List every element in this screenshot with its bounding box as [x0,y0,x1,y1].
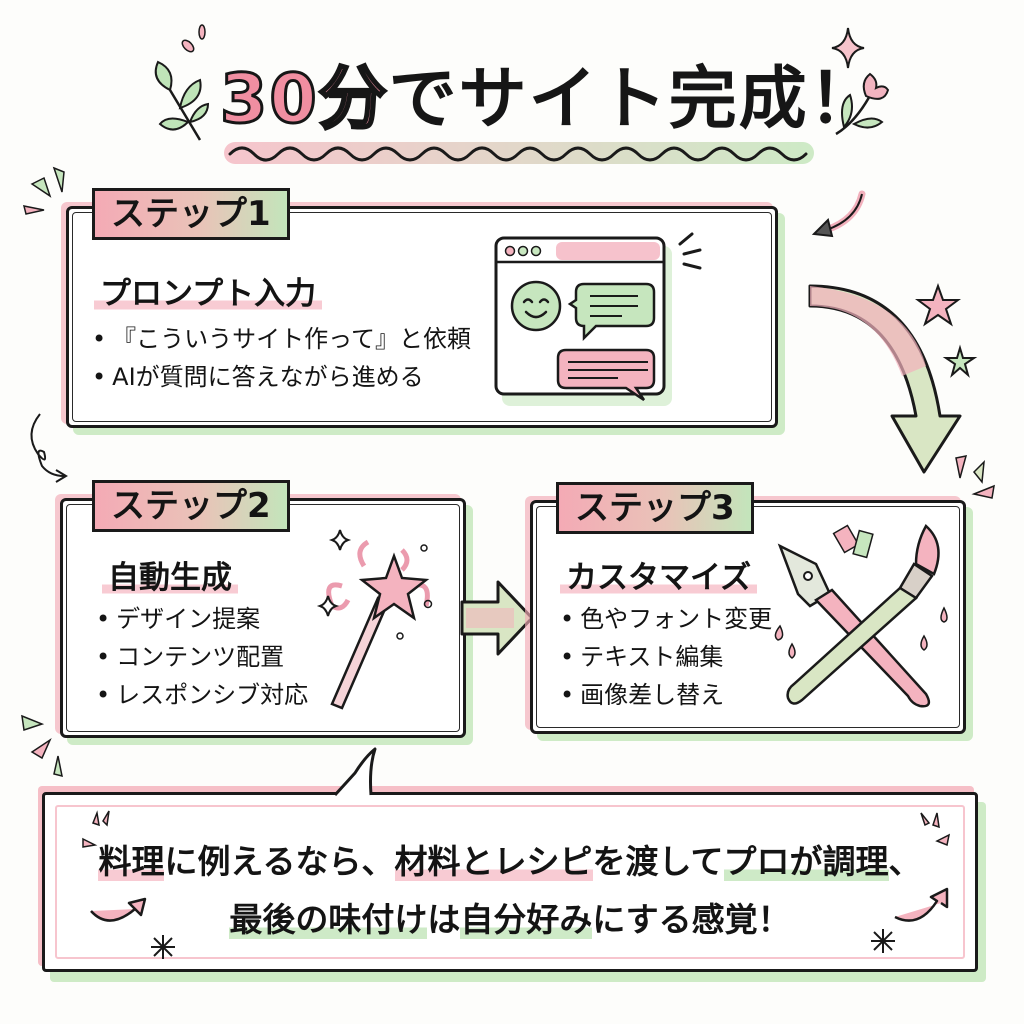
loop-arrow-icon [30,413,68,483]
summary-line-2: 最後の味付けは自分好みにする感覚！ [45,893,975,941]
step3-bullets: 色やフォント変更 テキスト編集 画像差し替え [560,600,772,714]
pen-and-brush-icon [774,524,948,708]
burst-marks-icon [22,166,65,215]
step1-bullets: 『こういうサイト作って』と依頼 AIが質問に答えながら進める [92,320,471,396]
summary-text: に例えるなら、 [164,842,395,881]
emphasis-lines-icon [678,232,702,270]
burst-marks-icon [82,810,110,848]
curved-arrow-left-icon [90,897,147,922]
burst-marks-icon [21,714,63,778]
step2-heading: 自動生成 [102,552,238,597]
summary-line-1: 料理に例えるなら、材料とレシピを渡してプロが調理、 [45,835,975,883]
bullet-item: レスポンシブ対応 [96,676,308,714]
step3-heading: カスタマイズ [560,552,758,597]
curved-arrow-right-icon [894,887,949,922]
bullet-item: 色やフォント変更 [560,600,772,638]
summary-text: は [427,900,461,939]
bullet-item: テキスト編集 [560,638,772,676]
title-block: 30分でサイト完成！ [200,50,877,164]
summary-highlight: プロが調理 [723,842,889,881]
bullet-item: 『こういうサイト作って』と依頼 [92,320,471,358]
summary-text: を渡して [592,842,724,881]
burst-marks-icon [920,812,951,847]
summary-callout: 料理に例えるなら、材料とレシピを渡してプロが調理、 最後の味付けは自分好みにする… [42,747,978,972]
small-arrow-icon [811,190,866,238]
asterisk-sparkle-icon [871,929,895,953]
summary-text: にする感覚！ [592,900,791,939]
curved-down-arrow-icon [808,284,962,474]
speech-tail-icon [333,747,377,797]
step1-heading: プロンプト入力 [94,268,323,313]
bullet-item: 画像差し替え [560,676,772,714]
step2-bullets: デザイン提案 コンテンツ配置 レスポンシブ対応 [96,600,308,714]
summary-highlight: 自分好み [460,900,593,939]
page-title: 30分でサイト完成！ [219,59,879,141]
summary-highlight: 材料とレシピ [394,842,593,881]
summary-text: 、 [888,842,922,881]
title-main: でサイト完成！ [388,60,879,139]
title-accent: 30分 [219,59,389,141]
step3-tag: ステップ3 [556,482,754,534]
leaf-sprig-icon [154,60,210,141]
magic-wand-icon [316,529,433,710]
burst-marks-icon [955,455,995,499]
pink-star-icon [915,283,961,327]
step2-tag: ステップ2 [92,480,290,532]
chat-window-icon [494,236,672,406]
wavy-underline-icon [228,146,808,162]
asterisk-sparkle-icon [151,935,175,959]
step1-tag: ステップ1 [92,188,290,240]
right-arrow-icon [460,580,534,656]
sparkle-drops-icon [181,24,206,53]
green-star-icon [942,344,978,378]
bullet-item: AIが質問に答えながら進める [92,358,471,396]
summary-highlight: 料理 [98,842,165,881]
summary-highlight: 最後の味付け [229,900,428,939]
bullet-item: デザイン提案 [96,600,308,638]
tulip-flower-icon [835,72,890,136]
sparkle-star-icon [831,27,865,69]
bullet-item: コンテンツ配置 [96,638,308,676]
